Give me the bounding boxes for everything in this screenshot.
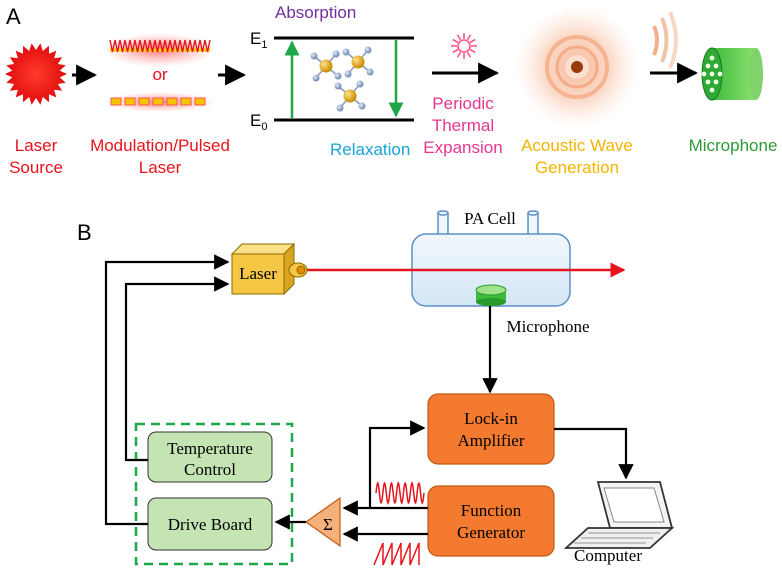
panel-b-label: B [77,220,92,245]
temperature-control-box [147,431,273,483]
laser-label: Laser [239,264,277,283]
or-text: or [152,65,167,84]
microphone-b-label: Microphone [506,317,589,336]
computer-label: Computer [574,546,642,565]
lockin-amplifier-box [427,393,555,465]
pulsed-laser-icon [104,92,216,112]
pa-cell-label: PA Cell [464,209,516,228]
e0-label: E0 [250,111,267,133]
laser-device [230,242,308,296]
absorption-label: Absorption [275,3,356,22]
sawtooth-waveform [373,542,420,566]
microphone-label: Microphone [689,136,778,155]
panel-a-label: A [6,4,21,29]
drive-board-label: Drive Board [168,515,253,534]
modulated-laser-icon [102,33,216,67]
laser-source-icon [5,43,67,105]
acoustic-wave-icon [515,5,639,129]
summing-amplifier [304,496,341,548]
signal-wires [104,254,634,542]
energy-levels [274,36,414,122]
microphone-icon [652,11,763,101]
panel-a: A or E1 E0 Absorption Relaxatio [5,3,777,177]
sine-waveform [375,480,425,506]
e1-label: E1 [250,29,267,51]
laser-controller-group [134,422,294,566]
sum-symbol: Σ [323,515,333,534]
function-generator-box [427,485,555,557]
computer-icon [563,481,675,549]
molecule-icon [310,46,374,112]
thermal-expansion-icon [451,33,477,59]
panel-b: B PA Cell Laser Microphone [77,209,675,566]
cell-microphone-icon [475,284,507,306]
relaxation-label: Relaxation [330,140,410,159]
